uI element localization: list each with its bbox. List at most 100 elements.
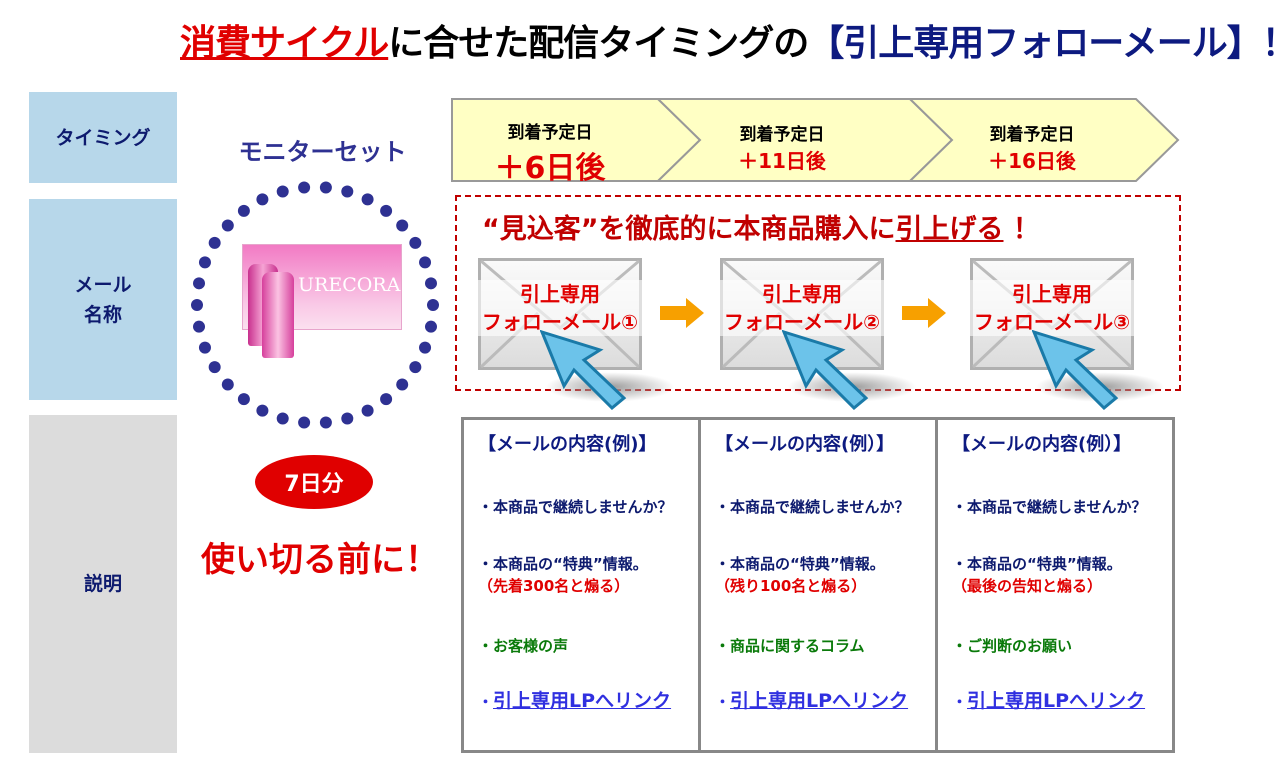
- circle-dot: [221, 219, 234, 232]
- circle-dot: [319, 181, 332, 194]
- timeline-chevrons: [451, 98, 1180, 182]
- dotted-circle: [191, 181, 439, 429]
- slogan-end: ！: [1003, 214, 1040, 245]
- circle-dot: [380, 204, 393, 217]
- circle-dot: [198, 256, 211, 269]
- circle-dot: [256, 193, 269, 206]
- circle-dot: [380, 393, 393, 406]
- circle-dot: [419, 341, 432, 354]
- slogan-underlined: 引上げる: [895, 214, 1004, 245]
- column-heading: 【メールの内容(例)】: [478, 434, 657, 455]
- timing-step-2: 到着予定日 ＋11日後: [672, 120, 892, 174]
- circle-dot: [276, 412, 289, 425]
- mail-content-column-3: 【メールの内容(例）】 ・本商品で継続しませんか？ ・本商品の“特典”情報。 （最…: [938, 420, 1172, 750]
- circle-dot: [237, 393, 250, 406]
- lp-link[interactable]: 引上専用LPへリンク: [730, 690, 909, 712]
- circle-dot: [396, 219, 409, 232]
- circle-dot: [221, 378, 234, 391]
- row-label-timing: タイミング: [29, 92, 177, 183]
- circle-dot: [198, 341, 211, 354]
- arrow-right-icon: [660, 298, 704, 328]
- circle-dot: [208, 361, 221, 374]
- mail-label-line2: フォローメール③: [973, 310, 1131, 334]
- seven-days-badge: 7日分: [255, 455, 373, 509]
- mail-label-line2: フォローメール①: [481, 310, 639, 334]
- content-note: （最後の告知と煽る）: [952, 577, 1103, 595]
- content-item: ・商品に関するコラム: [715, 637, 865, 655]
- circle-dot: [361, 404, 374, 417]
- step-days: ＋6日後: [494, 151, 606, 186]
- circle-dot: [341, 412, 354, 425]
- circle-dot: [427, 299, 439, 311]
- circle-dot: [419, 256, 432, 269]
- circle-dot: [361, 193, 374, 206]
- timing-step-1: 到着予定日 ＋6日後: [440, 118, 660, 187]
- lp-link[interactable]: 引上専用LPへリンク: [967, 690, 1146, 712]
- content-text: ・本商品の“特典”情報。: [952, 555, 1122, 573]
- content-text: ・本商品の“特典”情報。: [478, 555, 648, 573]
- row-label-mail-name: メール 名称: [29, 199, 177, 400]
- slogan: “見込客”を徹底的に本商品購入に引上げる ！: [482, 207, 1040, 246]
- mail-content-table: 【メールの内容(例)】 ・本商品で継続しませんか？ ・本商品の“特典”情報。 （先…: [461, 417, 1175, 753]
- content-note: （先着300名と煽る）: [478, 577, 630, 595]
- circle-dot: [298, 181, 311, 194]
- title-middle: に合せた配信タイミングの: [388, 23, 809, 64]
- bullet: ・: [952, 693, 968, 711]
- content-item: ・本商品で継続しませんか？: [952, 498, 1147, 516]
- mail-envelope-2: 引上専用フォローメール②: [720, 258, 884, 370]
- content-item: ・本商品の“特典”情報。 （残り100名と煽る）: [715, 553, 935, 635]
- product-image: URECORA: [228, 238, 408, 358]
- circle-dot: [208, 236, 221, 249]
- mail-label-line2: フォローメール②: [723, 310, 881, 334]
- content-note: （残り100名と煽る）: [715, 577, 867, 595]
- mail-label-line1: 引上専用: [762, 282, 842, 306]
- title-highlight: 消費サイクル: [180, 23, 389, 64]
- circle-dot: [409, 236, 422, 249]
- circle-dot: [256, 404, 269, 417]
- lp-link[interactable]: 引上専用LPへリンク: [493, 690, 672, 712]
- mail-label-line1: 引上専用: [1012, 282, 1092, 306]
- monitor-set-title: モニターセット: [238, 138, 407, 166]
- mail-label: 引上専用フォローメール②: [720, 280, 884, 336]
- product-name: URECORA: [298, 274, 401, 296]
- content-item: ・本商品で継続しませんか？: [478, 498, 673, 516]
- cursor-icon: [540, 330, 627, 410]
- step-label: 到着予定日: [507, 123, 593, 143]
- circle-dot: [237, 204, 250, 217]
- mail-content-column-1: 【メールの内容(例)】 ・本商品で継続しませんか？ ・本商品の“特典”情報。 （先…: [464, 420, 701, 750]
- mail-label: 引上専用フォローメール③: [970, 280, 1134, 336]
- content-item: ・本商品の“特典”情報。 （先着300名と煽る）: [478, 553, 698, 635]
- slogan-main: “見込客”を徹底的に本商品購入に: [482, 214, 896, 245]
- cursor-icon: [1032, 330, 1119, 410]
- circle-dot: [409, 361, 422, 374]
- circle-dot: [193, 320, 206, 333]
- circle-dot: [319, 416, 332, 429]
- circle-dot: [191, 299, 203, 311]
- step-days: ＋11日後: [738, 149, 826, 173]
- step-label: 到着予定日: [739, 125, 825, 145]
- before-finish-note: 使い切る前に！: [201, 540, 439, 580]
- row-label-description: 説明: [29, 415, 177, 753]
- mail-content-column-2: 【メールの内容(例）】 ・本商品で継続しませんか？ ・本商品の“特典”情報。 （残…: [701, 420, 938, 750]
- step-label: 到着予定日: [989, 125, 1075, 145]
- content-item: ・本商品で継続しませんか？: [715, 498, 910, 516]
- content-item: ・お客様の声: [478, 637, 569, 655]
- bullet: ・: [715, 693, 731, 711]
- column-heading: 【メールの内容(例）】: [952, 434, 1132, 455]
- column-heading: 【メールの内容(例）】: [715, 434, 895, 455]
- circle-dot: [193, 277, 206, 290]
- step-days: ＋16日後: [988, 149, 1076, 173]
- content-item: ・本商品の“特典”情報。 （最後の告知と煽る）: [952, 553, 1172, 635]
- mail-label: 引上専用フォローメール①: [478, 280, 642, 336]
- circle-dot: [396, 378, 409, 391]
- circle-dot: [298, 416, 311, 429]
- content-text: ・本商品の“特典”情報。: [715, 555, 885, 573]
- mail-name-label: メール 名称: [74, 273, 132, 326]
- content-item: ・ご判断のお願い: [952, 637, 1073, 655]
- circle-dot: [276, 185, 289, 198]
- mail-label-line1: 引上専用: [520, 282, 600, 306]
- timing-step-3: 到着予定日 ＋16日後: [922, 120, 1142, 174]
- cursor-icon: [782, 330, 869, 410]
- title-end: 【引上専用フォローメール】！: [808, 23, 1284, 64]
- circle-dot: [424, 277, 437, 290]
